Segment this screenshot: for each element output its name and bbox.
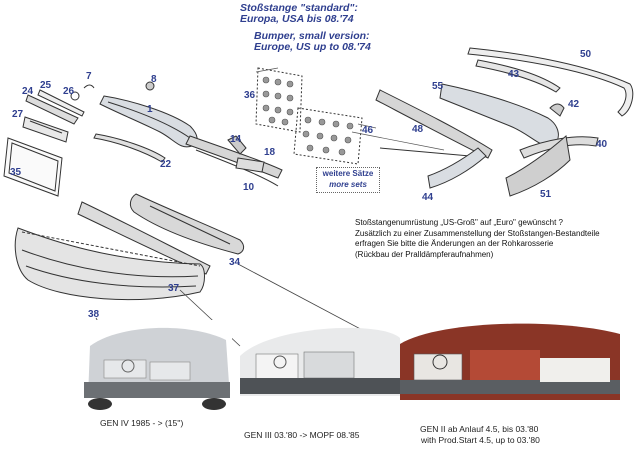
part-36-bolt-set <box>255 67 303 133</box>
part-label-46: 46 <box>362 125 374 136</box>
title-en: Bumper, small version: Europe, US up to … <box>254 31 371 53</box>
part-label-51: 51 <box>540 189 552 200</box>
more-sets-box: weitere Sätze more sets <box>316 167 380 193</box>
car-photo-gen3 <box>240 327 402 396</box>
more-sets-en: more sets <box>329 180 367 189</box>
part-8-bolt <box>145 81 155 91</box>
title-de-line-1: Stoßstange "standard": <box>240 2 358 14</box>
part-label-10: 10 <box>243 182 255 193</box>
part-label-26: 26 <box>63 86 75 97</box>
part-label-36: 36 <box>244 90 256 101</box>
title-de: Stoßstange "standard": Europa, USA bis 0… <box>240 3 358 25</box>
part-48-rear-bumper-bar <box>375 89 493 159</box>
part-43-trim <box>475 59 561 93</box>
part-44-bumper-end <box>427 147 487 189</box>
part-label-18: 18 <box>264 147 276 158</box>
part-label-55: 55 <box>432 81 444 92</box>
conversion-note: Stoßstangenumrüstung „US-Groß" auf „Euro… <box>355 218 635 260</box>
caption-gen2-line-2: with Prod.Start 4.5, up to 03.'80 <box>421 435 540 445</box>
note-line-3: erfragen Sie bitte die Änderungen an der… <box>355 239 554 248</box>
caption-gen2-line-1: GEN II ab Anlauf 4.5, bis 03.'80 <box>420 424 539 434</box>
more-sets-de: weitere Sätze <box>322 169 374 178</box>
car-photo-gen2 <box>400 323 620 400</box>
title-en-line-1: Bumper, small version: <box>254 30 370 42</box>
title-en-line-2: Europe, US up to 08.'74 <box>254 41 371 53</box>
part-38-front-apron <box>14 227 205 301</box>
part-label-40: 40 <box>596 139 608 150</box>
part-label-44: 44 <box>422 192 434 203</box>
part-label-50: 50 <box>580 49 592 60</box>
note-line-4: (Rückbau der Pralldämpferaufnahmen) <box>355 249 494 259</box>
part-14-bracket <box>227 135 247 155</box>
part-24-25-trim <box>25 89 85 125</box>
part-40-trim <box>519 136 599 159</box>
part-label-25: 25 <box>40 80 52 91</box>
part-27-plate-bracket <box>22 116 69 143</box>
part-label-7: 7 <box>86 71 92 82</box>
part-22-rubber-strip <box>93 133 166 163</box>
part-50-long-strip <box>467 47 634 117</box>
part-label-37: 37 <box>168 283 180 294</box>
note-line-1: Stoßstangenumrüstung „US-Groß" auf „Euro… <box>355 218 563 227</box>
part-34-front-spoiler <box>129 193 245 255</box>
part-label-34: 34 <box>229 257 241 268</box>
part-35-license-plate <box>3 137 63 197</box>
part-label-24: 24 <box>22 86 34 97</box>
part-37-us-bumper <box>77 201 211 275</box>
car-photo-gen4 <box>82 320 232 410</box>
part-label-1: 1 <box>147 104 153 115</box>
part-42-clip <box>549 103 565 117</box>
part-label-43: 43 <box>508 69 520 80</box>
part-label-27: 27 <box>12 109 24 120</box>
caption-gen3: GEN III 03.'80 -> MOPF 08.'85 <box>244 430 360 440</box>
title-de-line-2: Europa, USA bis 08.'74 <box>240 13 354 25</box>
part-label-35: 35 <box>10 167 22 178</box>
part-18-bracket <box>235 157 265 173</box>
part-label-22: 22 <box>160 159 172 170</box>
part-26-clip <box>70 91 80 101</box>
part-label-42: 42 <box>568 99 580 110</box>
note-line-2: Zusätzlich zu einer Zusammenstellung der… <box>355 228 600 238</box>
part-51-corner <box>505 135 571 197</box>
caption-gen4: GEN IV 1985 - > (15'') <box>100 418 184 428</box>
part-label-48: 48 <box>412 124 424 135</box>
part-46-bolt-set <box>293 107 363 165</box>
part-label-38: 38 <box>88 309 100 320</box>
part-7-clip <box>83 84 95 89</box>
part-label-8: 8 <box>151 74 157 85</box>
part-label-14: 14 <box>230 134 242 145</box>
